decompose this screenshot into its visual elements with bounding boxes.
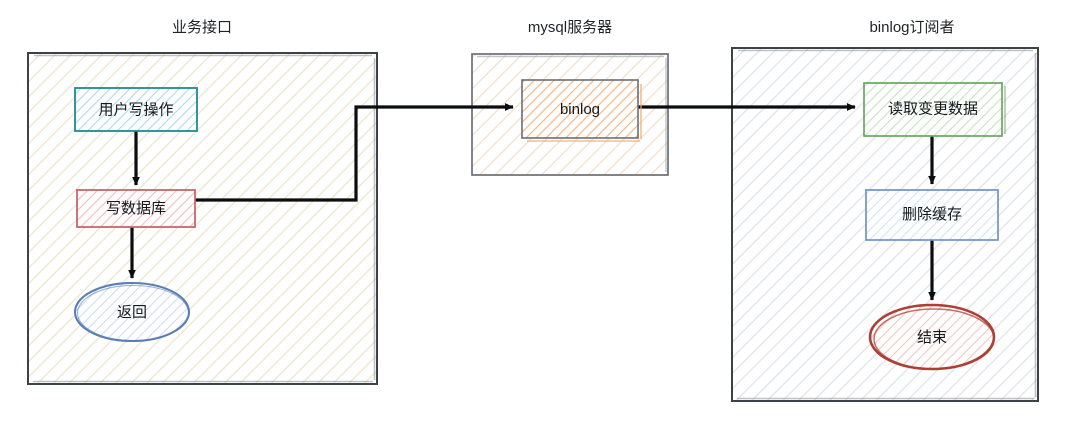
lane-shadow-business-interface <box>33 54 376 383</box>
node-read-change-data-label: 读取变更数据 <box>888 100 978 117</box>
node-binlog-shadow <box>527 84 642 142</box>
lane-border-binlog-subscriber <box>731 47 1039 402</box>
lane-shadow-binlog-subscriber <box>737 49 1037 400</box>
connector-write-db-to-binlog <box>195 103 514 202</box>
node-user-write-op-border <box>74 87 198 132</box>
node-write-db-label: 写数据库 <box>106 200 166 217</box>
node-read-change-data[interactable]: 读取变更数据 <box>863 82 1006 137</box>
node-delete-cache-border <box>865 189 999 241</box>
node-binlog-label: binlog <box>560 101 600 118</box>
node-return-border-sketch <box>76 284 190 342</box>
lane-shadow-mysql-server <box>477 55 667 172</box>
node-read-change-data-border <box>863 82 1003 137</box>
node-return-label: 返回 <box>117 304 147 321</box>
lane-title-mysql-server: mysql服务器 <box>528 19 612 36</box>
node-delete-cache-hatch <box>866 190 998 240</box>
node-user-write-op-label: 用户写操作 <box>98 101 173 118</box>
node-return[interactable]: 返回 <box>73 281 191 343</box>
node-user-write-op-hatch <box>75 88 197 131</box>
node-end-label: 结束 <box>917 329 947 346</box>
node-delete-cache-label: 删除缓存 <box>902 206 962 223</box>
node-binlog-border <box>521 79 639 139</box>
lane-title-binlog-subscriber: binlog订阅者 <box>869 19 954 36</box>
node-return-hatch <box>75 283 189 341</box>
lane-title-business-interface: 业务接口 <box>172 19 232 36</box>
node-end-border-sketch <box>873 308 995 370</box>
node-user-write-op[interactable]: 用户写操作 <box>74 87 198 132</box>
node-write-db-hatch <box>77 190 195 227</box>
node-end[interactable]: 结束 <box>868 303 996 371</box>
lane-border-business-interface <box>27 52 378 385</box>
lane-border-mysql-server <box>471 53 669 176</box>
node-binlog[interactable]: binlog <box>521 79 642 142</box>
node-end-hatch <box>870 305 994 369</box>
node-binlog-hatch <box>522 80 638 138</box>
connectors-layer <box>128 103 936 301</box>
node-read-change-data-hatch <box>864 83 1002 136</box>
node-delete-cache[interactable]: 删除缓存 <box>865 189 999 241</box>
node-write-db[interactable]: 写数据库 <box>76 189 196 228</box>
node-write-db-border <box>76 189 196 228</box>
